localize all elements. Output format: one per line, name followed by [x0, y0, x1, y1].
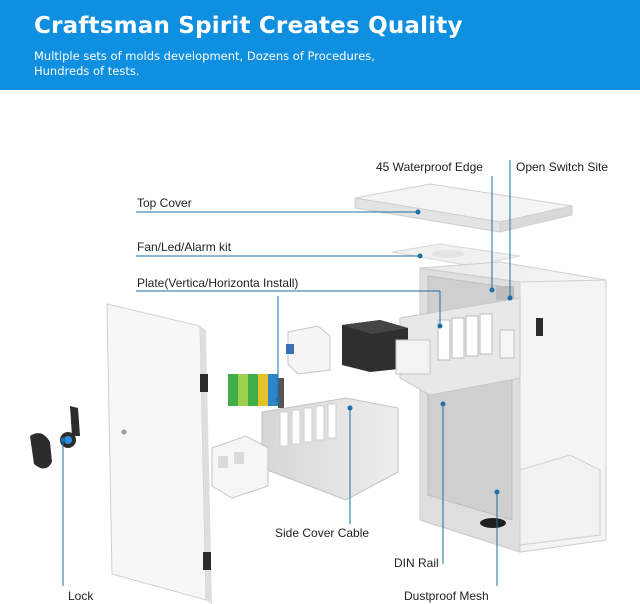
contactor-block	[342, 320, 431, 375]
page-subtitle: Multiple sets of molds development, Doze…	[34, 49, 375, 78]
label-side-cover-cable: Side Cover Cable	[275, 526, 370, 540]
breaker-module	[286, 325, 331, 375]
label-top-cover: Top Cover	[137, 196, 192, 210]
label-plate-install: Plate(Vertica/Horizonta Install)	[137, 276, 299, 290]
header-banner: Craftsman Spirit Creates Quality Multipl…	[0, 0, 640, 90]
label-fan-led-alarm: Fan/Led/Alarm kit	[137, 240, 232, 254]
terminal-blocks	[228, 374, 284, 408]
label-dustproof-mesh: Dustproof Mesh	[404, 589, 489, 603]
label-waterproof-edge: 45 Waterproof Edge	[376, 160, 483, 174]
top-cover-part	[354, 183, 573, 233]
label-din-rail: DIN Rail	[394, 556, 439, 570]
fan-kit-part	[391, 243, 521, 267]
lock-part	[30, 406, 80, 469]
cabinet-body	[419, 261, 607, 553]
label-lock: Lock	[68, 589, 94, 603]
side-cover-panel	[261, 397, 399, 501]
label-open-switch-site: Open Switch Site	[516, 160, 609, 174]
leader-lines	[60, 160, 513, 586]
page-title: Craftsman Spirit Creates Quality	[34, 13, 463, 39]
power-module	[211, 435, 269, 499]
door-panel	[106, 303, 212, 604]
foot-puck	[480, 518, 506, 528]
